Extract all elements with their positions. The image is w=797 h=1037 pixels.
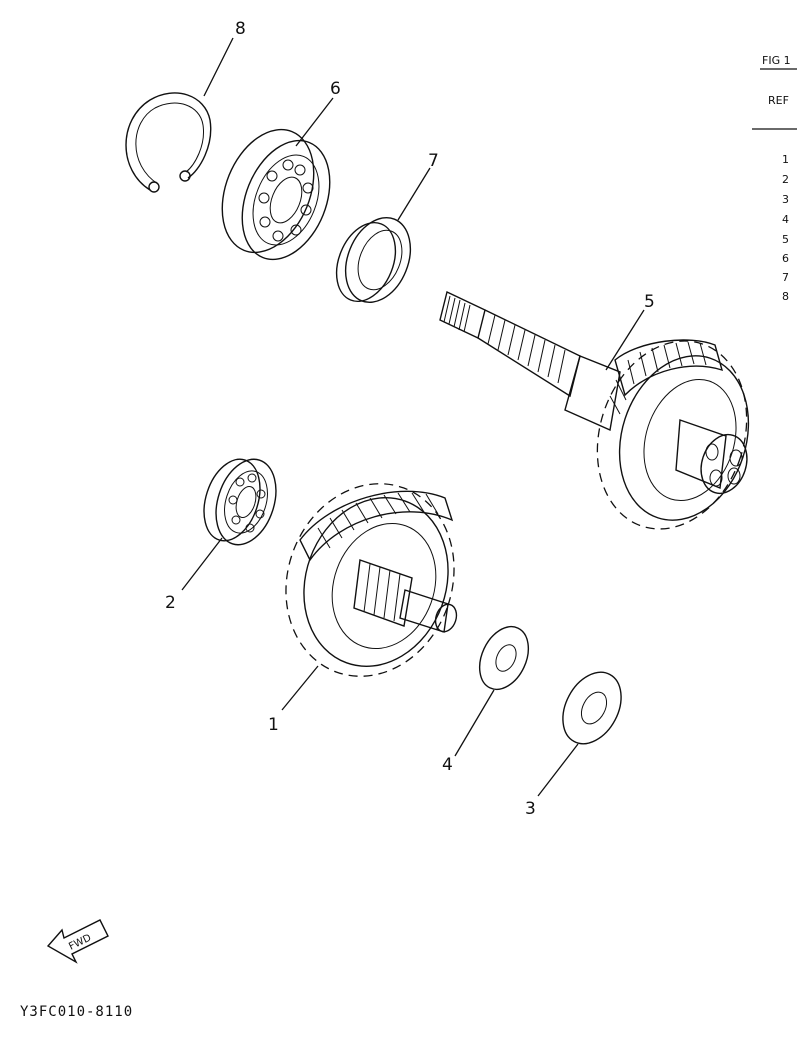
leader-1 (281, 665, 319, 711)
ref-row-4: 4 (782, 213, 789, 226)
callout-8: 8 (235, 19, 246, 39)
callout-5: 5 (644, 292, 655, 312)
part-8-circlip[interactable] (125, 92, 212, 193)
leader-6 (295, 97, 334, 147)
ref-row-6: 6 (782, 252, 789, 265)
leader-3 (537, 743, 579, 797)
ref-row-5: 5 (782, 233, 789, 246)
callout-2: 2 (165, 593, 176, 613)
fwd-arrow-icon: FWD (46, 919, 109, 964)
ref-header: REF (768, 94, 789, 107)
callout-1: 1 (268, 715, 279, 735)
part-7-oil-seal[interactable] (326, 208, 423, 312)
callout-3: 3 (525, 799, 536, 819)
leader-8 (203, 37, 234, 97)
leader-5 (605, 309, 645, 371)
ref-row-7: 7 (782, 271, 789, 284)
part-4-washer[interactable] (470, 619, 538, 697)
leader-7 (397, 167, 431, 221)
part-3-washer[interactable] (551, 662, 633, 754)
part-6-bearing[interactable] (205, 116, 346, 273)
part-2-bearing[interactable] (194, 452, 286, 553)
ref-row-1: 1 (782, 153, 789, 166)
part-5-main-shaft-gear[interactable] (439, 291, 770, 549)
drawing-code: Y3FC010-8110 (20, 1004, 134, 1020)
ref-row-2: 2 (782, 173, 789, 186)
ref-row-3: 3 (782, 193, 789, 206)
ref-row-8: 8 (782, 290, 789, 303)
callout-4: 4 (442, 755, 453, 775)
ref-table: FIG 1 REF 1 2 3 4 5 6 7 8 (752, 54, 797, 303)
part-1-helical-gear[interactable] (259, 460, 480, 700)
fig-header: FIG 1 (762, 54, 791, 67)
leader-2 (181, 537, 223, 591)
callout-7: 7 (428, 151, 439, 171)
callout-6: 6 (330, 79, 341, 99)
leader-4 (454, 689, 495, 757)
